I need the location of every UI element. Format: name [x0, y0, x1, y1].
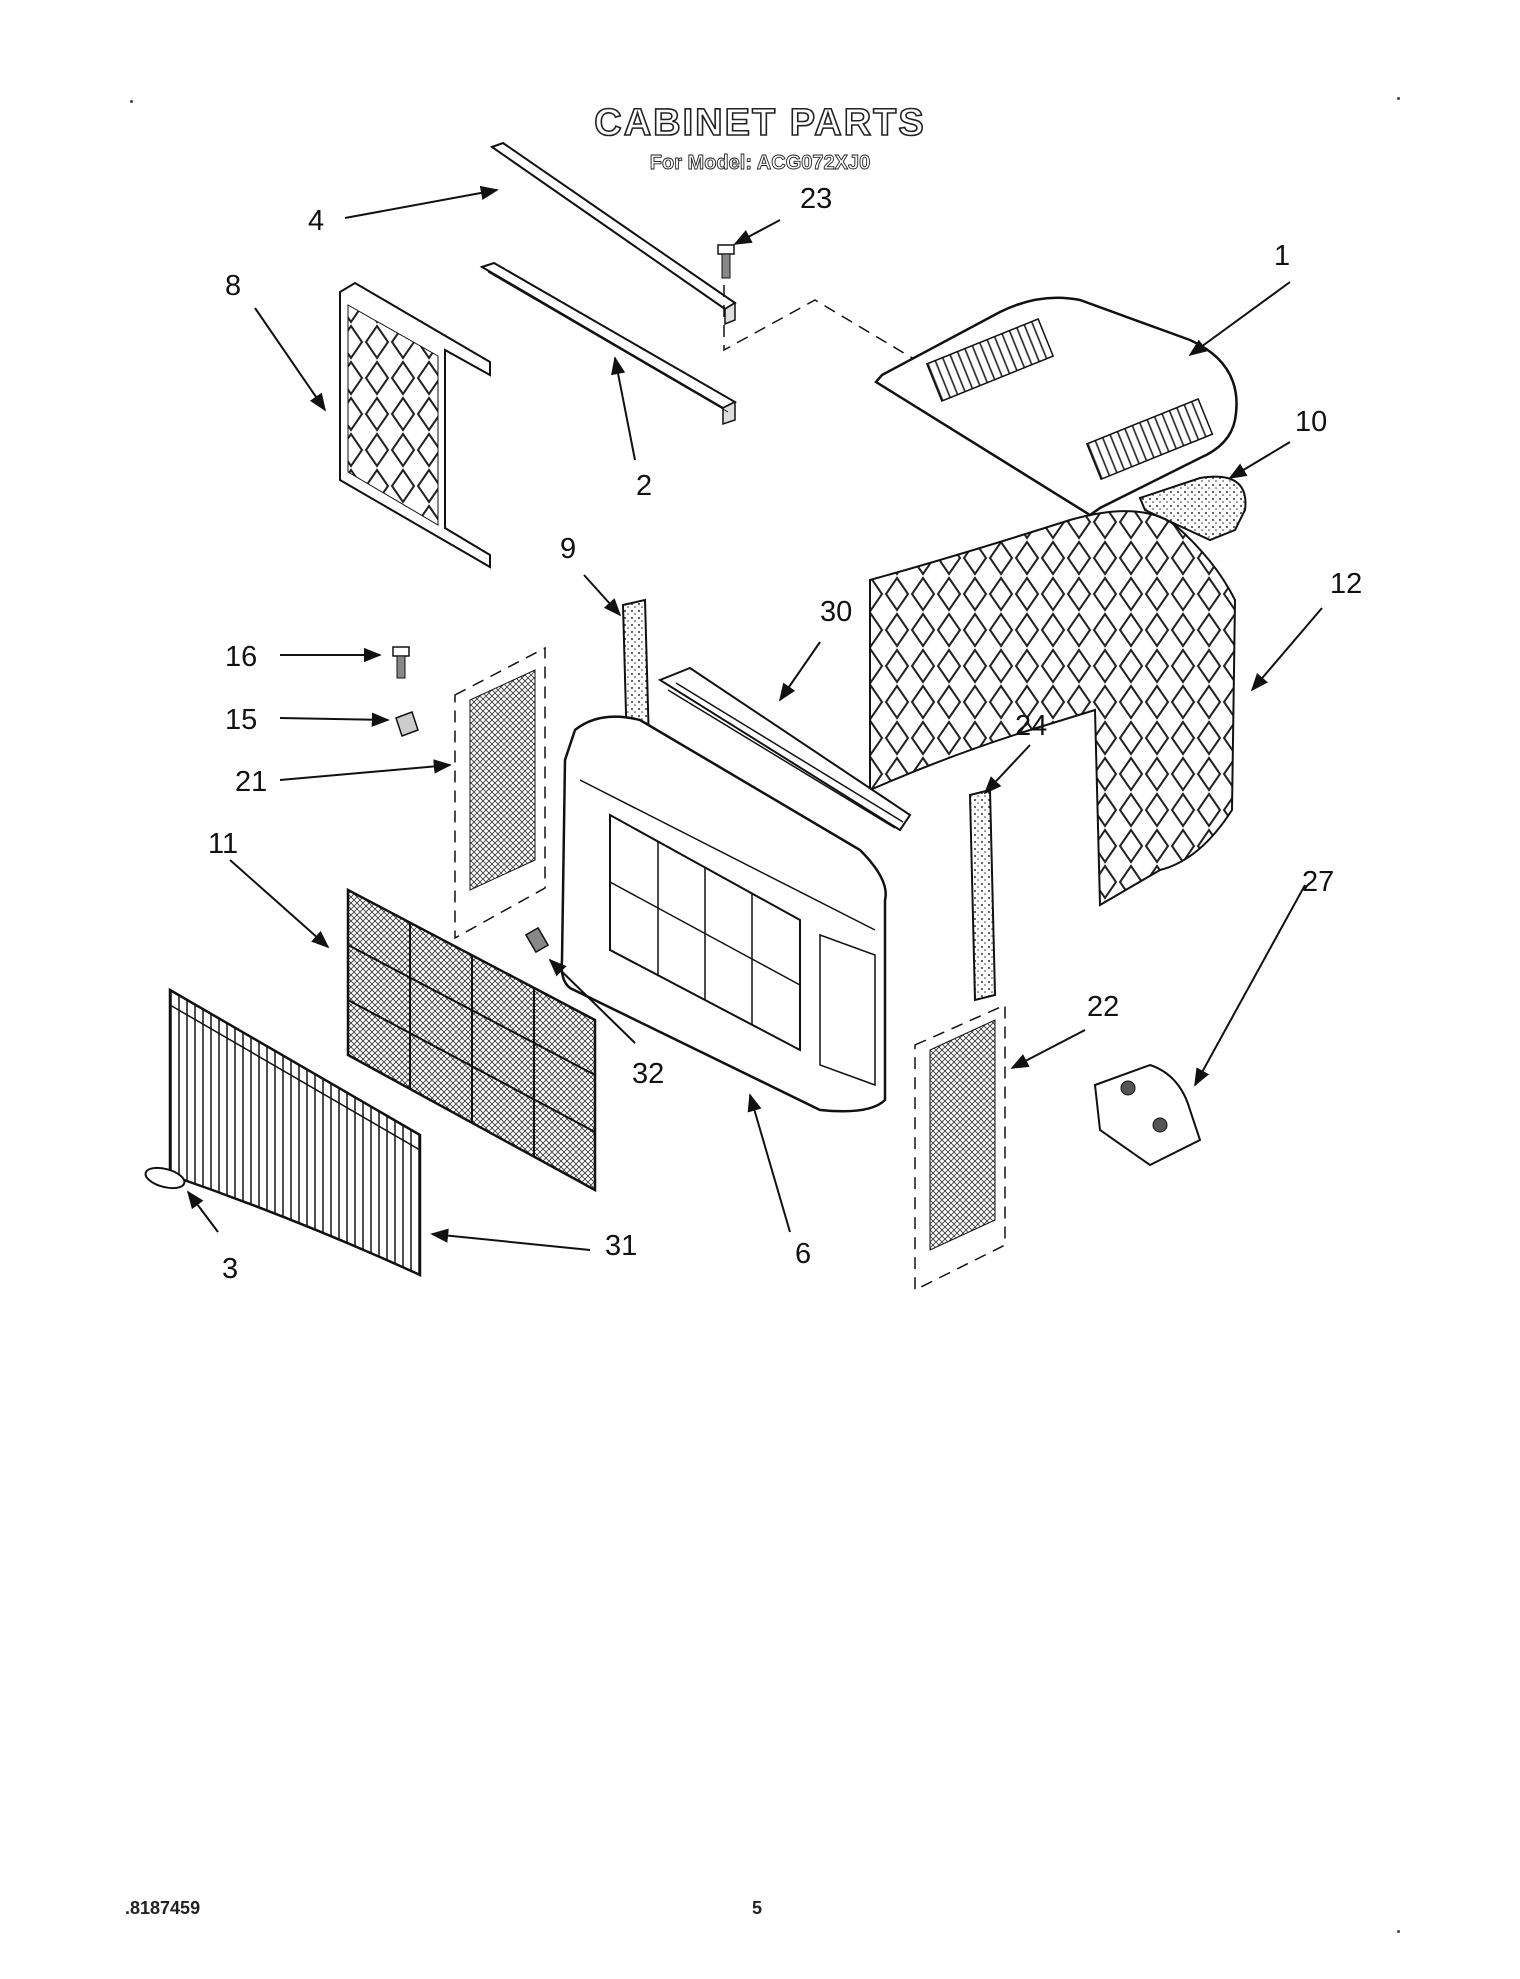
part-3-badge: [144, 1166, 186, 1190]
callout-22: 22: [1087, 991, 1120, 1023]
callout-24: 24: [1015, 710, 1048, 742]
callout-15: 15: [225, 704, 258, 736]
callout-6: 6: [795, 1238, 812, 1270]
scan-speck: [1397, 1930, 1400, 1933]
callout-32: 32: [632, 1058, 665, 1090]
part-32-screw: [524, 926, 550, 954]
callout-12: 12: [1330, 568, 1363, 600]
callout-21: 21: [235, 766, 268, 798]
document-number: .8187459: [125, 1898, 201, 1918]
callout-30: 30: [820, 596, 853, 628]
callout-10: 10: [1295, 406, 1328, 438]
part-31-front-grille: [168, 987, 422, 1277]
callout-9: 9: [560, 533, 577, 565]
part-16-screw: [392, 646, 410, 679]
part-23-screw: [717, 244, 735, 279]
callout-2: 2: [636, 470, 653, 502]
part-10-foam-pad: [1138, 475, 1247, 542]
callout-1: 1: [1274, 240, 1291, 272]
scan-speck: [1397, 97, 1400, 100]
callout-27: 27: [1302, 866, 1335, 898]
scan-speck: [130, 100, 133, 103]
part-21-side-seal: [454, 646, 546, 940]
page-title: CABINET PARTS: [593, 101, 926, 145]
page-number: 5: [752, 1898, 763, 1918]
callout-8: 8: [225, 270, 242, 302]
part-27-bracket: [1093, 1063, 1202, 1167]
callout-16: 16: [225, 641, 258, 673]
part-11-filter: [346, 887, 597, 1193]
callout-3: 3: [222, 1253, 239, 1285]
part-8-side-panel: [339, 281, 491, 569]
part-30-top-louver: [657, 666, 912, 832]
part-22-side-seal: [914, 1003, 1006, 1292]
part-15-clip: [395, 711, 419, 737]
callout-23: 23: [800, 183, 833, 215]
part-1-top-cover: [874, 296, 1238, 517]
part-6-front-frame: [560, 715, 887, 1113]
callout-4: 4: [308, 205, 325, 237]
callout-11: 11: [208, 828, 239, 860]
part-2-channel: [479, 261, 738, 426]
part-12-wrap-mesh: [869, 510, 1237, 907]
part-24-foam-strip: [968, 788, 997, 1002]
leader-arrows: [186, 185, 1323, 1251]
part-4-top-rail: [489, 141, 737, 326]
model-subtitle: For Model: ACG072XJ0: [649, 152, 871, 175]
callout-31: 31: [605, 1230, 638, 1262]
